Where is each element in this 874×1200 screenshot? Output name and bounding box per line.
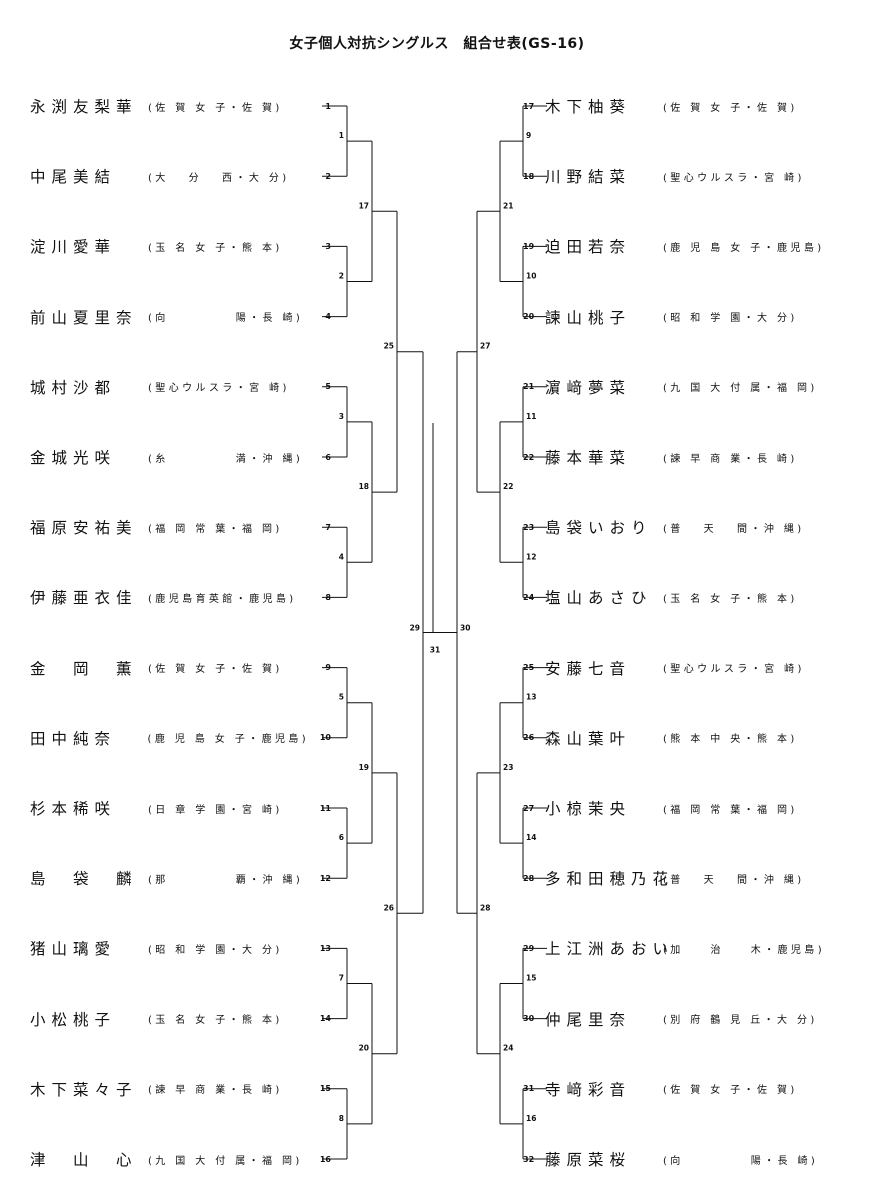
player-name: 田中純奈 <box>30 729 117 748</box>
player-school: (聖心ウルスラ・宮 崎) <box>148 383 290 395</box>
player-name: 川野結菜 <box>545 168 632 187</box>
player-school: (糸 満・沖 縄) <box>148 453 304 465</box>
player-school: (佐 賀 女 子・佐 賀) <box>148 102 283 114</box>
match-number: 17 <box>359 201 369 210</box>
player-school: (聖心ウルスラ・宮 崎) <box>663 664 805 676</box>
player-school: (鹿 児 島 女 子・鹿児島) <box>663 242 825 254</box>
player-name: 金 岡 薫 <box>30 659 138 678</box>
match-number: 11 <box>526 412 536 421</box>
final-match-number: 31 <box>430 646 440 655</box>
match-number: 9 <box>526 131 531 140</box>
player-name: 島袋いおり <box>545 519 653 538</box>
player-school: (大 分 西・大 分) <box>148 172 290 184</box>
match-number: 25 <box>384 342 394 351</box>
player-name: 小椋茉央 <box>545 800 632 818</box>
player-school: (向 陽・長 崎) <box>148 313 304 325</box>
player-school: (普 天 間・沖 縄) <box>663 874 805 886</box>
player-name: 前山夏里奈 <box>30 308 138 327</box>
player-name: 杉本稀咲 <box>30 800 117 818</box>
player-name: 城村沙都 <box>30 378 117 397</box>
player-name: 伊藤亜衣佳 <box>30 589 138 608</box>
match-number: 14 <box>526 833 536 842</box>
player-name: 森山葉叶 <box>545 729 632 748</box>
player-school: (別 府 鶴 見 丘・大 分) <box>663 1015 818 1027</box>
player-school: (熊 本 中 央・熊 本) <box>663 734 798 746</box>
player-school: (鹿児島育英館・鹿児島) <box>148 593 297 605</box>
match-number: 15 <box>526 974 536 983</box>
player-name: 藤本華菜 <box>545 449 632 467</box>
match-number: 12 <box>526 552 536 561</box>
match-number: 13 <box>526 693 536 702</box>
match-number: 1 <box>339 131 344 140</box>
player-name: 藤原菜桜 <box>545 1151 632 1169</box>
player-school: (玉 名 女 子・熊 本) <box>663 593 798 605</box>
player-name: 濵﨑夢菜 <box>545 378 632 397</box>
player-school: (玉 名 女 子・熊 本) <box>148 242 283 254</box>
player-name: 金城光咲 <box>30 449 117 467</box>
player-school: (向 陽・長 崎) <box>663 1155 819 1167</box>
player-school: (佐 賀 女 子・佐 賀) <box>148 664 283 676</box>
match-number: 23 <box>503 763 513 772</box>
match-number: 28 <box>480 903 490 912</box>
page-title: 女子個人対抗シングルス 組合せ表(GS-16) <box>289 36 585 52</box>
player-name: 木下菜々子 <box>30 1080 138 1099</box>
player-name: 木下柚葵 <box>545 98 632 116</box>
match-number: 24 <box>503 1044 513 1053</box>
player-school: (那 覇・沖 縄) <box>148 874 304 886</box>
match-number: 10 <box>526 272 536 281</box>
player-name: 猪山璃愛 <box>30 940 117 959</box>
match-number: 8 <box>339 1114 344 1123</box>
player-name: 寺﨑彩音 <box>545 1080 632 1099</box>
player-school: (聖心ウルスラ・宮 崎) <box>663 172 805 184</box>
match-number: 27 <box>480 342 490 351</box>
match-number: 5 <box>339 693 344 702</box>
player-school: (佐 賀 女 子・佐 賀) <box>663 102 798 114</box>
player-school: (玉 名 女 子・熊 本) <box>148 1015 283 1027</box>
player-name: 永渕友梨華 <box>30 98 138 116</box>
player-name: 中尾美結 <box>30 168 117 187</box>
player-school: (佐 賀 女 子・佐 賀) <box>663 1085 798 1097</box>
match-number: 22 <box>503 482 513 491</box>
player-name: 迫田若奈 <box>545 238 632 257</box>
player-school: (鹿 児 島 女 子・鹿児島) <box>147 734 310 746</box>
player-name: 諫山桃子 <box>545 308 632 327</box>
player-school: (普 天 間・沖 縄) <box>663 523 805 535</box>
player-school: (日 章 学 園・宮 崎) <box>148 804 283 816</box>
player-school: (諫 早 商 業・長 崎) <box>663 453 798 465</box>
match-number: 19 <box>359 763 369 772</box>
player-school: (昭 和 学 園・大 分) <box>663 313 798 325</box>
match-number: 2 <box>339 272 344 281</box>
match-number: 3 <box>339 412 344 421</box>
match-number: 6 <box>339 833 344 842</box>
player-name: 福原安祐美 <box>30 519 138 538</box>
player-name: 塩山あさひ <box>545 589 653 608</box>
match-number: 30 <box>460 624 470 633</box>
player-name: 上江洲あおい <box>545 940 675 959</box>
match-number: 18 <box>359 482 369 491</box>
player-school: (九 国 大 付 属・福 岡) <box>663 383 818 395</box>
player-school: (加 治 木・鹿児島) <box>663 944 826 956</box>
player-name: 仲尾里奈 <box>545 1010 632 1029</box>
match-number: 20 <box>359 1044 369 1053</box>
match-number: 4 <box>339 552 344 561</box>
player-name: 多和田穂乃花 <box>545 870 675 889</box>
player-school: (九 国 大 付 属・福 岡) <box>148 1155 303 1167</box>
match-number: 7 <box>339 974 344 983</box>
player-name: 淀川愛華 <box>30 238 117 257</box>
player-name: 島 袋 麟 <box>30 870 138 889</box>
match-number: 29 <box>410 624 420 633</box>
player-school: (福 岡 常 葉・福 岡) <box>663 804 798 816</box>
match-number: 26 <box>384 903 394 912</box>
player-name: 安藤七音 <box>545 659 632 678</box>
player-school: (昭 和 学 園・大 分) <box>148 944 283 956</box>
player-school: (諫 早 商 業・長 崎) <box>148 1085 283 1097</box>
player-name: 津 山 心 <box>30 1151 138 1169</box>
match-number: 21 <box>503 201 513 210</box>
match-number: 16 <box>526 1114 536 1123</box>
player-school: (福 岡 常 葉・福 岡) <box>148 523 283 535</box>
player-name: 小松桃子 <box>30 1010 117 1029</box>
